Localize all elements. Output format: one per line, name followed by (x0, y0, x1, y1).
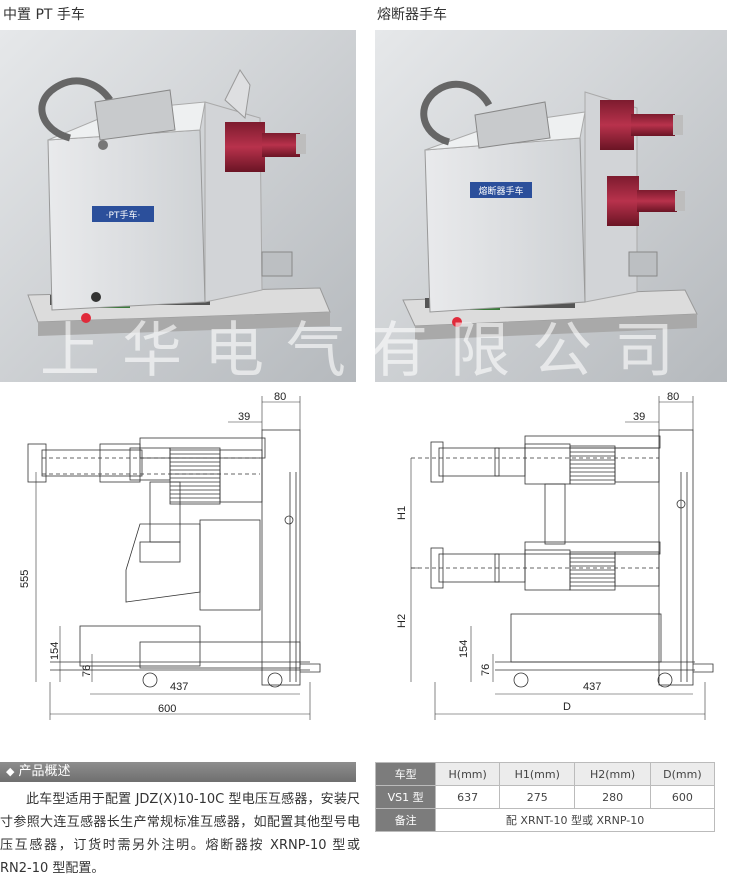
dim-80-right: 80 (667, 392, 679, 403)
fuse-trolley-drawing: 80 39 H1 H2 154 76 437 D (396, 392, 714, 720)
dim-d: D (563, 701, 571, 713)
right-caption: 熔断器手车 (377, 7, 447, 23)
header-cell: H(mm) (435, 762, 501, 786)
dim-437: 437 (170, 681, 188, 693)
table-note-row: 备注 配 XRNT-10 型或 XRNP-10 (374, 808, 715, 832)
spec-table: 车型 H(mm) H1(mm) H2(mm) D(mm) VS1 型 637 2… (374, 762, 716, 832)
dim-154: 154 (49, 642, 61, 660)
header-cell: H2(mm) (574, 762, 651, 786)
dim-76: 76 (81, 665, 93, 677)
dim-600: 600 (158, 703, 176, 715)
cell-h1: 275 (499, 785, 576, 809)
cell-h: 637 (435, 785, 501, 809)
watermark: 上华电气有限公司 (40, 316, 696, 386)
dim-437-right: 437 (583, 681, 601, 693)
cell-h2: 280 (574, 785, 651, 809)
section-header: ◆产品概述 (0, 762, 356, 782)
dim-h1: H1 (396, 506, 408, 520)
fuse-trolley-photo: 熔断器手车 (375, 30, 727, 382)
pt-trolley-photo: ·PT手车· (0, 30, 356, 382)
note-value: 配 XRNT-10 型或 XRNP-10 (435, 808, 715, 832)
table-row: VS1 型 637 275 280 600 (374, 785, 716, 809)
dim-555: 555 (19, 570, 31, 588)
section-title: 产品概述 (18, 764, 71, 779)
row-label: VS1 型 (374, 785, 437, 809)
dim-h2: H2 (396, 614, 408, 628)
note-label: 备注 (374, 808, 437, 832)
dim-39-right: 39 (633, 411, 645, 423)
dim-154-right: 154 (458, 640, 470, 658)
header-cell: 车型 (374, 762, 437, 786)
diamond-icon: ◆ (6, 765, 15, 778)
dim-39: 39 (238, 411, 250, 423)
dim-80: 80 (274, 392, 286, 403)
cell-d: 600 (649, 785, 716, 809)
pt-trolley-drawing: 80 39 555 154 76 437 600 (19, 392, 321, 720)
dim-76-right: 76 (480, 664, 492, 676)
product-description: 此车型适用于配置 JDZ(X)10-10C 型电压互感器，安装尺寸参照大连互感器… (0, 792, 360, 876)
table-header-row: 车型 H(mm) H1(mm) H2(mm) D(mm) (374, 762, 716, 786)
fuse-label-plate: 熔断器手车 (478, 185, 523, 197)
pt-label-plate: ·PT手车· (106, 209, 141, 221)
left-caption: 中置 PT 手车 (3, 7, 85, 23)
header-cell: H1(mm) (499, 762, 576, 786)
header-cell: D(mm) (649, 762, 716, 786)
